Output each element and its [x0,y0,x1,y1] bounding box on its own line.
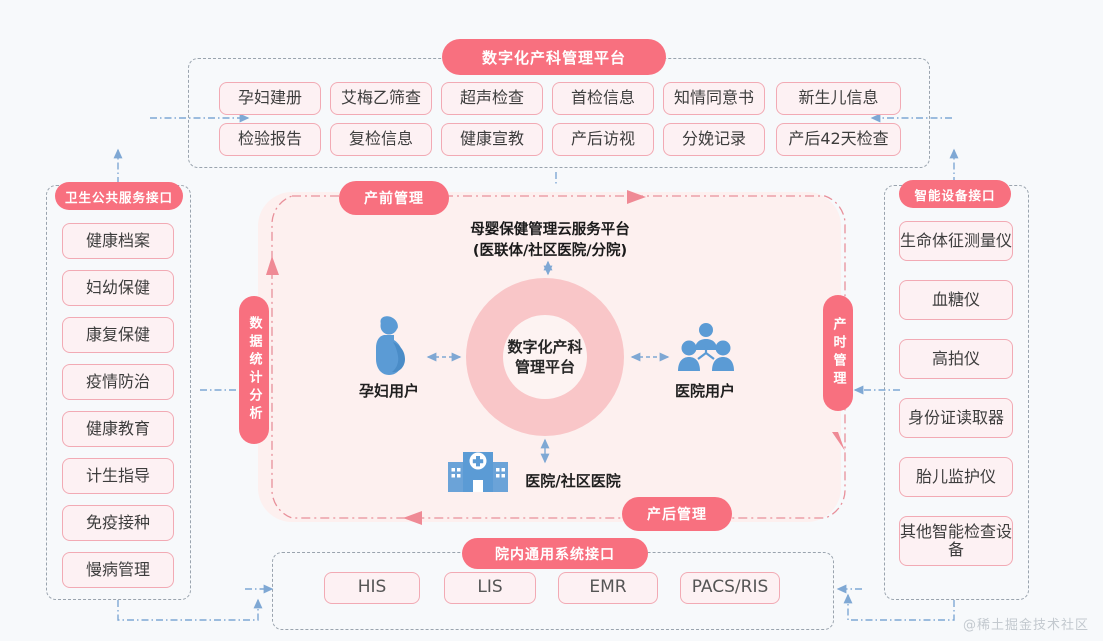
bottom-panel-title[interactable]: 院内通用系统接口 [462,538,648,569]
hub-center: 数字化产科 管理平台 [503,315,587,399]
top-chip-r1-c3[interactable]: 产后访视 [552,123,654,156]
left-chip-5[interactable]: 计生指导 [62,458,174,494]
top-chip-r0-c1[interactable]: 艾梅乙筛查 [330,82,432,115]
top-chip-r1-c2[interactable]: 健康宣教 [441,123,543,156]
hospital-building-icon [448,448,508,496]
bottom-chip-1-label: LIS [477,577,503,598]
top-chip-r1-c0[interactable]: 检验报告 [219,123,321,156]
bottom-chip-3[interactable]: PACS/RIS [680,572,780,604]
pregnant-user-label: 孕妇用户 [358,382,419,400]
top-chip-r0-c3-label: 首检信息 [570,88,635,108]
top-chip-r0-c5[interactable]: 新生儿信息 [776,82,901,115]
top-chip-r1-c5-label: 产后42天检查 [788,129,889,149]
right-chip-1[interactable]: 血糖仪 [899,280,1013,320]
connector-left-to-bottom [117,598,263,621]
top-panel-title[interactable]: 数字化产科管理平台 [442,39,666,75]
cloud-platform-line1: 母婴保健管理云服务平台 [470,222,630,238]
hospital-users-label: 医院用户 [674,382,735,400]
top-chip-r1-c4[interactable]: 分娩记录 [663,123,765,156]
top-chip-r0-c2[interactable]: 超声检查 [441,82,543,115]
top-chip-r0-c5-label: 新生儿信息 [798,88,879,108]
bottom-chip-2-label: EMR [589,577,627,598]
top-chip-r0-c4-label: 知情同意书 [673,88,754,108]
stage-pill-intrapartum[interactable]: 产时管理 [823,295,853,411]
left-chip-6[interactable]: 免疫接种 [62,505,174,541]
bottom-chip-0[interactable]: HIS [324,572,420,604]
right-chip-4[interactable]: 胎儿监护仪 [899,457,1013,497]
right-chip-3-label: 身份证读取器 [907,407,1004,427]
top-chip-r0-c0-label: 孕妇建册 [237,88,302,108]
left-chip-3-label: 疫情防治 [85,371,150,391]
watermark: @稀土掘金技术社区 [962,618,1089,633]
bottom-chip-2[interactable]: EMR [558,572,658,604]
left-chip-1-label: 妇幼保健 [85,277,150,297]
left-chip-3[interactable]: 疫情防治 [62,364,174,400]
top-chip-r0-c4[interactable]: 知情同意书 [663,82,765,115]
left-chip-5-label: 计生指导 [85,465,150,485]
right-chip-5[interactable]: 其他智能检查设备 [899,516,1013,566]
hospital-users-icon [678,322,734,378]
bottom-chip-3-label: PACS/RIS [691,577,769,598]
left-panel-title[interactable]: 卫生公共服务接口 [55,182,183,210]
right-chip-5-label: 其他智能检查设备 [900,521,1013,559]
top-chip-r1-c4-label: 分娩记录 [681,129,746,149]
left-chip-4[interactable]: 健康教育 [62,411,174,447]
top-chip-r1-c0-label: 检验报告 [237,129,302,149]
stage-pill-prenatal[interactable]: 产前管理 [339,181,449,215]
left-chip-0[interactable]: 健康档案 [62,223,174,259]
top-chip-r0-c3[interactable]: 首检信息 [552,82,654,115]
top-chip-r1-c3-label: 产后访视 [570,129,635,149]
left-chip-7[interactable]: 慢病管理 [62,552,174,588]
top-chip-r1-c5[interactable]: 产后42天检查 [776,123,901,156]
hub-title-line2: 管理平台 [514,358,575,376]
left-chip-4-label: 健康教育 [85,418,150,438]
left-chip-6-label: 免疫接种 [85,512,150,532]
hub-title-line1: 数字化产科 [507,337,583,356]
right-chip-2[interactable]: 高拍仪 [899,339,1013,379]
right-chip-1-label: 血糖仪 [931,289,980,309]
top-chip-r0-c0[interactable]: 孕妇建册 [219,82,321,115]
stage-pill-postpartum[interactable]: 产后管理 [622,497,732,531]
left-chip-2-label: 康复保健 [85,324,150,344]
top-chip-r1-c1[interactable]: 复检信息 [330,123,432,156]
right-chip-3[interactable]: 身份证读取器 [899,398,1013,438]
right-chip-0[interactable]: 生命体征测量仪 [899,221,1013,261]
top-chip-r1-c1-label: 复检信息 [348,129,413,149]
cloud-platform-label: 母婴保健管理云服务平台 (医联体/社区医院/分院) [445,220,655,262]
bottom-chip-0-label: HIS [357,577,387,598]
left-chip-2[interactable]: 康复保健 [62,317,174,353]
left-chip-7-label: 慢病管理 [85,559,150,579]
right-panel-title[interactable]: 智能设备接口 [899,180,1011,208]
pregnant-woman-icon [362,316,416,382]
top-chip-r0-c1-label: 艾梅乙筛查 [340,88,421,108]
left-chip-0-label: 健康档案 [85,230,150,250]
bottom-chip-1[interactable]: LIS [444,572,536,604]
stage-pill-data-analysis[interactable]: 数据统计分析 [239,296,269,444]
right-chip-2-label: 高拍仪 [931,348,980,368]
top-chip-r0-c2-label: 超声检查 [459,88,524,108]
right-chip-4-label: 胎儿监护仪 [915,466,996,486]
left-chip-1[interactable]: 妇幼保健 [62,270,174,306]
top-chip-r1-c2-label: 健康宣教 [459,129,524,149]
right-chip-0-label: 生命体征测量仪 [900,230,1013,250]
hospital-label: 医院/社区医院 [525,472,621,490]
cloud-platform-line2: (医联体/社区医院/分院) [472,243,628,260]
